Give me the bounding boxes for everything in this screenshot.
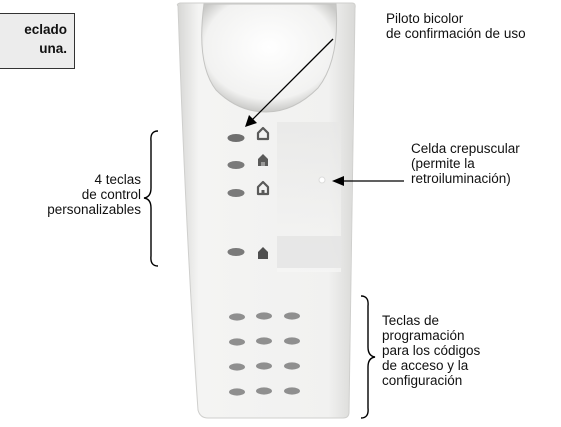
dusk-cell-arrow (332, 176, 404, 186)
keypad-key[interactable] (229, 338, 245, 345)
control-key-4[interactable] (228, 248, 245, 256)
keypad-key[interactable] (284, 337, 300, 344)
dusk-cell-label: Celda crepuscular (permite la retroilumi… (411, 141, 520, 186)
pilot-label-line-1: Piloto bicolor (386, 11, 526, 26)
keypad-key[interactable] (284, 387, 300, 394)
dusk-cell-label-line-1: Celda crepuscular (411, 141, 520, 156)
programming-keys-label-line-1: Teclas de (382, 313, 480, 328)
control-keys-label-line-2: de control (47, 187, 141, 202)
dusk-sensor (319, 177, 325, 183)
pilot-label: Piloto bicolor de confirmación de uso (386, 11, 526, 41)
programming-keys-brace (361, 296, 375, 418)
pilot-label-line-2: de confirmación de uso (386, 26, 526, 41)
dusk-cell-label-line-2: (permite la (411, 156, 520, 171)
keypad-key[interactable] (256, 387, 272, 394)
programming-keys-label-line-4: de acceso y la (382, 358, 480, 373)
control-keys-label: 4 teclas de control personalizables (47, 172, 141, 217)
control-key-1[interactable] (228, 134, 245, 142)
control-keys-label-line-1: 4 teclas (47, 172, 141, 187)
control-keys-label-line-3: personalizables (47, 202, 141, 217)
keypad-key[interactable] (229, 363, 245, 370)
keypad-key[interactable] (256, 337, 272, 344)
keypad-key[interactable] (229, 388, 245, 395)
programming-keys-label-line-5: configuración (382, 373, 480, 388)
dusk-cell-label-line-3: retroiluminación) (411, 171, 520, 186)
keypad-key[interactable] (256, 362, 272, 369)
programming-keys-label-line-3: para los códigos (382, 343, 480, 358)
keypad-key[interactable] (284, 312, 300, 319)
control-key-2[interactable] (228, 161, 245, 169)
programming-keys-label: Teclas de programación para los códigos … (382, 313, 480, 388)
control-keys-brace (144, 131, 158, 266)
control-key-3[interactable] (228, 189, 245, 197)
keypad-key[interactable] (229, 313, 245, 320)
programming-keys-label-line-2: programación (382, 328, 480, 343)
keypad-key[interactable] (256, 312, 272, 319)
keypad-key[interactable] (284, 362, 300, 369)
lower-panel (277, 236, 341, 268)
